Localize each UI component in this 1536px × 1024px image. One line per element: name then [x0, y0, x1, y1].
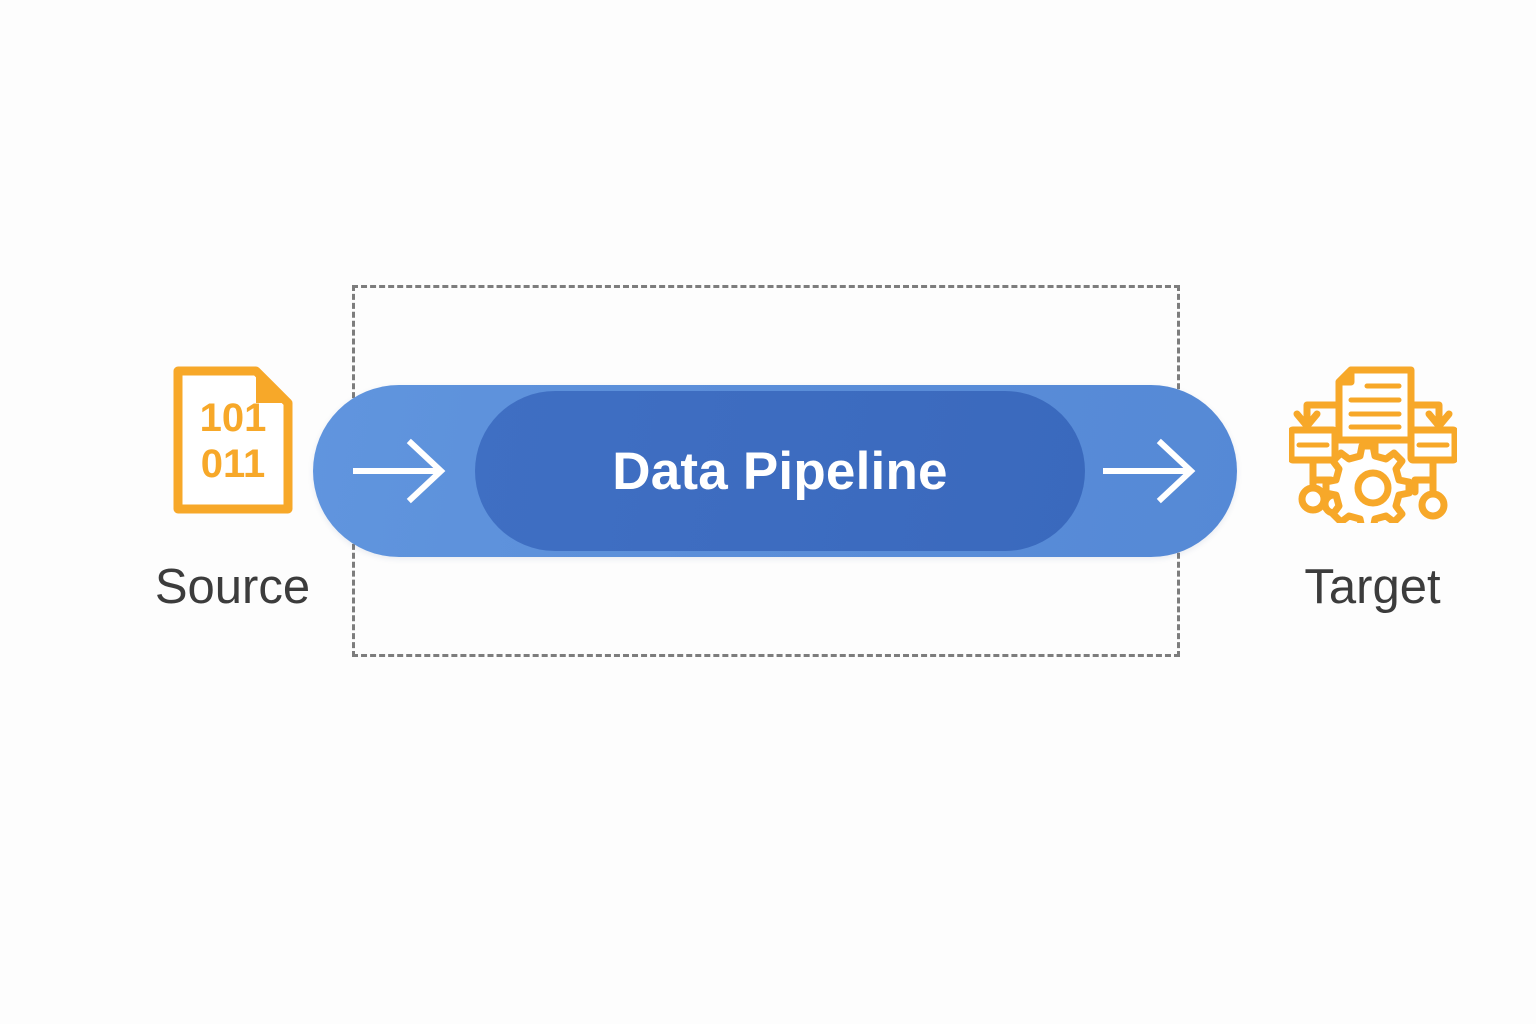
arrow-right-icon	[352, 427, 453, 515]
pipeline-core: Data Pipeline	[475, 391, 1085, 551]
target-label: Target	[1304, 560, 1441, 614]
target-node[interactable]: Target	[1250, 358, 1495, 613]
pipeline-title: Data Pipeline	[612, 441, 948, 501]
arrow-right-icon	[1102, 427, 1203, 515]
process-workflow-gear-icon	[1287, 358, 1458, 533]
data-pipeline-bar[interactable]: Data Pipeline	[313, 385, 1237, 557]
binary-line-1: 101	[199, 396, 266, 440]
binary-document-icon: 101 011	[172, 365, 294, 520]
binary-line-2: 011	[200, 442, 265, 486]
source-label: Source	[154, 560, 311, 614]
source-node[interactable]: 101 011 Source	[110, 365, 355, 613]
